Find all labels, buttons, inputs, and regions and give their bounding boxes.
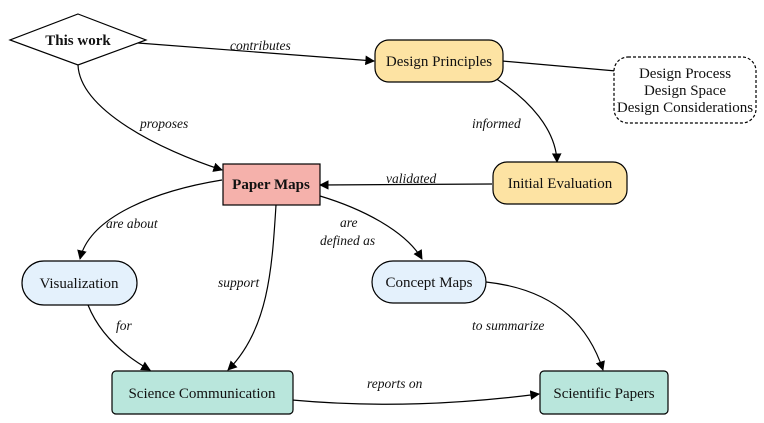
edge-are-about: [77, 179, 223, 260]
label-reports-on: reports on: [367, 376, 423, 391]
node-concept-maps: Concept Maps: [371, 260, 487, 304]
node-science-communication-label: Science Communication: [128, 386, 276, 402]
edge-for: [87, 304, 151, 371]
node-design-details-line-3: Design Considerations: [617, 100, 753, 116]
node-paper-maps-label: Paper Maps: [232, 177, 310, 193]
node-this-work: This work: [8, 13, 148, 66]
node-science-communication-shape: [111, 370, 294, 415]
node-paper-maps-shape: [222, 163, 321, 206]
edge-contributes: [137, 42, 375, 66]
node-this-work-label: This work: [45, 33, 111, 49]
edges: [77, 42, 617, 405]
node-visualization-shape: [21, 260, 138, 306]
node-design-principles-shape: [374, 39, 504, 83]
edge-validated: [319, 180, 493, 190]
node-initial-evaluation: Initial Evaluation: [492, 161, 628, 205]
node-scientific-papers-label: Scientific Papers: [553, 386, 654, 402]
node-design-details-shape: [613, 56, 757, 124]
node-paper-maps: Paper Maps: [222, 163, 321, 206]
edge-informed: [494, 77, 562, 163]
label-are-about: are about: [106, 216, 159, 231]
label-defined-as: defined as: [320, 233, 375, 248]
node-design-details: Design Process Design Space Design Consi…: [613, 56, 757, 124]
edge-are-defined-as: [319, 195, 423, 260]
edge-to-summarize: [485, 281, 605, 371]
edge-proposes: [77, 64, 223, 172]
node-design-details-line-2: Design Space: [644, 83, 726, 99]
node-visualization: Visualization: [21, 260, 138, 306]
label-for: for: [116, 318, 133, 333]
label-support: support: [218, 275, 261, 290]
node-design-details-line-1: Design Process: [639, 66, 731, 82]
edge-design-link: [501, 60, 617, 72]
node-design-principles: Design Principles: [374, 39, 504, 83]
label-contributes: contributes: [230, 38, 291, 53]
node-this-work-shape: [8, 13, 148, 66]
label-to-summarize: to summarize: [472, 318, 544, 333]
edge-reports-on: [291, 390, 540, 405]
edge-support: [227, 204, 277, 371]
node-scientific-papers: Scientific Papers: [539, 370, 669, 415]
label-informed: informed: [472, 116, 521, 131]
node-initial-evaluation-label: Initial Evaluation: [508, 176, 613, 192]
node-initial-evaluation-shape: [492, 161, 628, 205]
edge-labels: contributes proposes informed validated …: [106, 38, 544, 391]
label-are: are: [340, 215, 358, 230]
node-concept-maps-label: Concept Maps: [385, 275, 472, 291]
node-science-communication: Science Communication: [111, 370, 294, 415]
node-design-principles-label: Design Principles: [386, 54, 492, 70]
node-scientific-papers-shape: [539, 370, 669, 415]
node-visualization-label: Visualization: [39, 276, 119, 292]
label-proposes: proposes: [139, 116, 188, 131]
label-validated: validated: [386, 171, 436, 186]
node-concept-maps-shape: [371, 260, 487, 304]
